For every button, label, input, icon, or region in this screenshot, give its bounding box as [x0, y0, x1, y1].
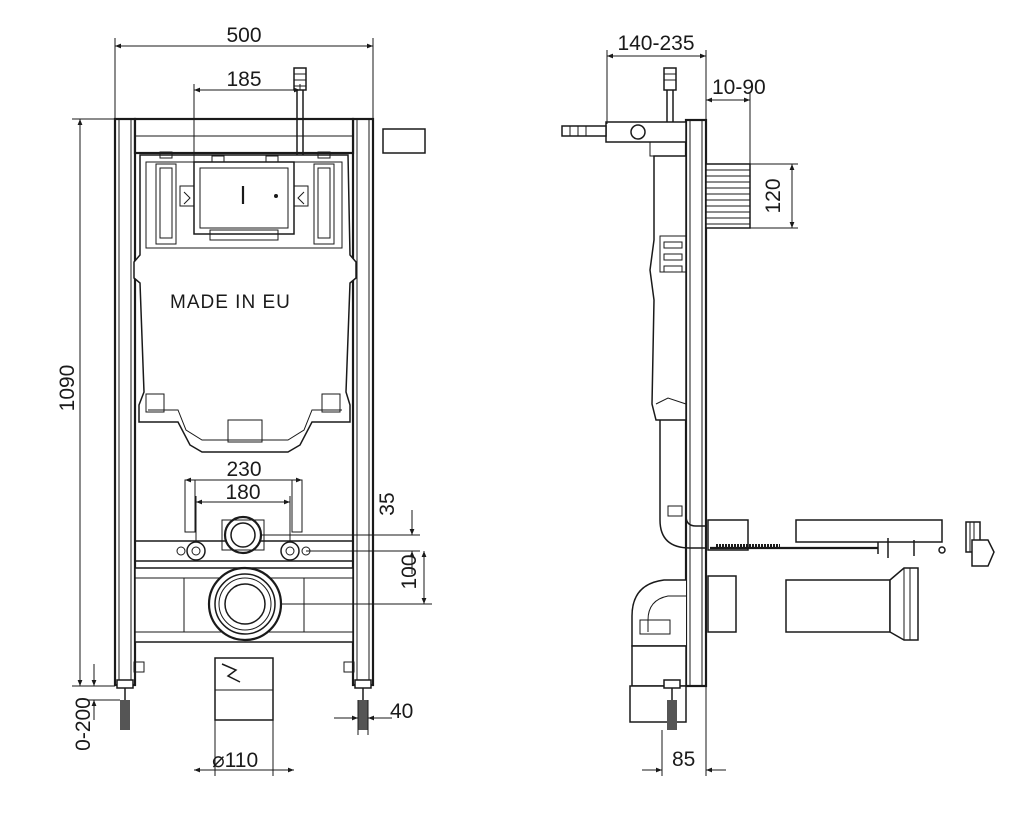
dimension-plate-offset: 10-90 [706, 76, 766, 164]
side-frame-post [684, 118, 708, 688]
dimension-depth-range: 140-235 [606, 32, 707, 124]
side-cistern-tank [649, 155, 687, 456]
dimension-width-value: 500 [226, 24, 261, 47]
dimension-offset-value: 185 [226, 68, 261, 91]
side-view: 140-235 10-90 120 85 [561, 32, 995, 776]
dimension-depth-range-value: 140-235 [617, 32, 694, 55]
dimension-inlet-bolts: 35 [261, 492, 420, 574]
flush-plate-outline [382, 128, 426, 154]
dimension-bolts-outlet-value: 100 [398, 554, 421, 589]
dimension-bracket-inner: 180 [195, 481, 291, 542]
dimension-leg-adjust-value: 0-200 [72, 697, 95, 751]
dimension-offset: 185 [193, 68, 301, 162]
dimension-bracket-outer: 230 [185, 458, 302, 483]
dimension-plate-height-value: 120 [762, 178, 785, 213]
dimension-foot-depth: 85 [642, 686, 726, 776]
side-gasket-detail [965, 521, 995, 567]
water-inlet-nozzle [221, 515, 265, 555]
side-supply-assembly [561, 67, 687, 157]
dimension-bolts-outlet: 100 [281, 551, 432, 605]
dimension-width: 500 [114, 24, 374, 119]
dimension-foot-width-value: 40 [390, 700, 413, 723]
dimension-pipe-diameter: ⌀110 [194, 720, 294, 776]
dimension-foot-width: 40 [334, 700, 413, 735]
dimension-height: 1090 [56, 118, 115, 687]
dimension-inlet-bolts-value: 35 [376, 492, 399, 515]
drain-pipe [214, 657, 274, 721]
dimension-leg-adjust: 0-200 [72, 664, 120, 751]
right-foot [343, 661, 372, 730]
dimension-plate-height: 120 [750, 163, 798, 229]
dimension-bracket-outer-value: 230 [226, 458, 261, 481]
front-view: MADE IN EU [56, 24, 432, 776]
frame-left-post [113, 117, 137, 687]
dimension-bracket-inner-value: 180 [225, 481, 260, 504]
side-flush-pipe [659, 456, 706, 549]
side-foot [663, 679, 681, 730]
frame-right-post [351, 117, 375, 687]
left-foot [116, 661, 145, 730]
dimension-foot-depth-value: 85 [672, 748, 695, 771]
flush-valve-housing [179, 161, 309, 241]
made-in-eu-label: MADE IN EU [170, 292, 291, 313]
cistern-tank [133, 151, 357, 453]
dimension-plate-offset-value: 10-90 [712, 76, 766, 99]
side-drain-bend [629, 579, 687, 723]
side-flush-plate [705, 163, 751, 229]
side-drain-collar [707, 567, 919, 641]
frame-top-rail [133, 117, 355, 155]
side-inlet-connector [707, 519, 946, 558]
dimension-pipe-diameter-value: ⌀110 [212, 749, 258, 772]
drain-outlet [207, 566, 283, 642]
dimension-height-value: 1090 [56, 365, 79, 412]
